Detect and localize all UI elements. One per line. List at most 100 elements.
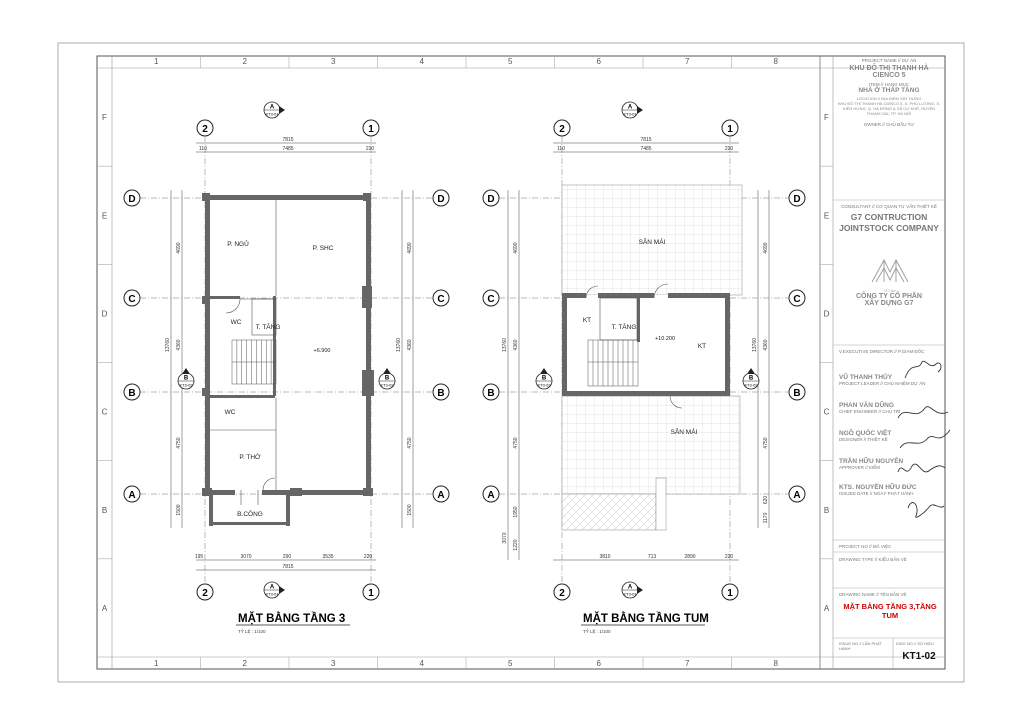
svg-text:4360: 4360	[513, 339, 519, 350]
item-name: NHÀ Ở THẤP TẦNG	[858, 87, 920, 94]
svg-text:1500: 1500	[176, 504, 182, 515]
svg-text:13760: 13760	[165, 338, 171, 352]
drawing-number: KT1-02	[902, 651, 936, 662]
svg-text:4690: 4690	[763, 242, 769, 253]
outer-border	[57, 42, 965, 683]
axis-1-bottom: 1	[362, 583, 380, 601]
location-text: KHU ĐÔ THỊ THANH HÀ CIENCO 5, X. PHÚ LƯƠ…	[837, 101, 941, 116]
issue-label: ISSUE NO // LẦN PHÁT HÀNH	[839, 641, 883, 651]
grid-column-8: 8	[774, 659, 779, 668]
svg-text:KT3-01: KT3-01	[265, 112, 279, 117]
room-kt-2: KT	[698, 343, 706, 350]
svg-text:220: 220	[366, 146, 375, 152]
room-wc-2: WC	[225, 409, 236, 416]
projno-label: PROJECT NO // MÃ VIỆC	[839, 544, 892, 549]
svg-text:C: C	[487, 294, 494, 305]
designer-label: DESIGNER // THIẾT KẾ	[839, 437, 888, 442]
grid-column-1: 1	[154, 659, 159, 668]
svg-text:3535: 3535	[322, 554, 333, 560]
svg-text:7485: 7485	[282, 146, 293, 152]
svg-text:KT3-01: KT3-01	[265, 592, 279, 597]
svg-text:713: 713	[648, 554, 657, 560]
svg-text:1: 1	[368, 588, 374, 599]
designer-name: TRẦN HỮU NGUYÊN	[839, 458, 904, 465]
room-roof-bottom: SÂN MÁI	[671, 427, 698, 436]
svg-text:2890: 2890	[684, 554, 695, 560]
svg-text:195: 195	[195, 554, 204, 560]
svg-text:4690: 4690	[513, 242, 519, 253]
svg-text:D: D	[793, 194, 800, 205]
grid-column-1: 1	[154, 57, 159, 66]
company-name-vn-1: CÔNG TY CỔ PHẦN	[856, 293, 922, 300]
svg-text:B: B	[542, 376, 547, 382]
grid-row-F: F	[824, 113, 829, 122]
company-name-en: G7 CONTRUCTION JOINTSTOCK COMPANY	[839, 212, 939, 233]
svg-text:110: 110	[199, 146, 207, 152]
axis-c-right: C	[437, 294, 444, 305]
grid-column-5: 5	[508, 57, 513, 66]
room-bedroom: P. NGỦ	[227, 239, 249, 248]
svg-text:13760: 13760	[752, 338, 758, 352]
room-family: P. SHC	[313, 245, 334, 252]
svg-text:7815: 7815	[282, 137, 293, 143]
plan-title-roof-floor: MẶT BẰNG TẦNG TUM	[583, 612, 709, 625]
svg-text:1950: 1950	[513, 506, 519, 517]
svg-text:7815: 7815	[282, 564, 293, 570]
svg-text:B: B	[487, 388, 494, 399]
svg-text:A: A	[628, 105, 633, 111]
approver-label: APPROVER // KIỂM	[839, 465, 881, 470]
svg-text:1500: 1500	[407, 504, 413, 515]
axis-d-right: D	[437, 194, 444, 205]
svg-text:A: A	[270, 105, 275, 111]
grid-row-B: B	[102, 506, 107, 515]
location-label: LOCATION // ĐỊA ĐIỂM XÂY DỰNG	[856, 96, 922, 101]
roof-area-front	[561, 493, 657, 531]
svg-text:KT3-02: KT3-02	[537, 383, 551, 388]
grid-row-A: A	[824, 604, 830, 613]
svg-text:290: 290	[283, 554, 292, 560]
plan-floor-3: 2 1 2 1 D C B A D C B A	[123, 119, 450, 634]
stair-roof-floor	[587, 339, 639, 387]
chief-label: CHIEF ENGINEER // CHỦ TRÌ	[839, 409, 901, 414]
room-altar-stair-tum: T. TĂNG	[612, 322, 637, 331]
svg-text:2: 2	[559, 124, 565, 135]
svg-text:4690: 4690	[407, 242, 413, 253]
grid-column-5: 5	[508, 659, 513, 668]
drawing-name: MẶT BẰNG TẦNG 3,TẦNG TUM	[843, 602, 937, 620]
axis-a-right: A	[437, 490, 444, 501]
grid-column-7: 7	[685, 659, 690, 668]
owner-label: OWNER // CHỦ ĐẦU TƯ	[863, 122, 915, 127]
svg-text:4750: 4750	[513, 437, 519, 448]
grid-row-E: E	[824, 211, 829, 220]
svg-text:13760: 13760	[502, 338, 508, 352]
level-roof-floor: +10.200	[655, 336, 675, 342]
room-roof-top: SÂN MÁI	[639, 237, 666, 246]
grid-row-F: F	[102, 113, 107, 122]
leader-name: PHAN VĂN DŨNG	[839, 402, 894, 409]
svg-text:220: 220	[725, 554, 734, 560]
plan-roof-floor: 2 1 2 1 D C B A D C B A	[482, 119, 806, 634]
svg-text:1220: 1220	[513, 539, 519, 550]
axis-b-right: B	[437, 388, 444, 399]
axis-2-top: 2	[196, 119, 214, 137]
consultant-label: CONSULTANT // CƠ QUAN TƯ VẤN THIẾT KẾ	[841, 204, 937, 209]
svg-text:D: D	[487, 194, 494, 205]
svg-text:620: 620	[763, 496, 769, 505]
svg-text:KT3-02: KT3-02	[380, 383, 394, 388]
dname-label: DRAWING NAME // TÊN BẢN VẼ	[839, 592, 907, 597]
axis-2-bottom: 2	[196, 583, 214, 601]
walls-roof-floor	[562, 293, 730, 396]
issued-label: ISSUED DATE // NGÀY PHÁT HÀNH	[839, 491, 914, 496]
grid-column-3: 3	[331, 659, 336, 668]
axis-c-left: C	[128, 294, 135, 305]
svg-text:A: A	[628, 585, 633, 591]
room-kt-1: KT	[583, 317, 591, 324]
svg-text:B: B	[749, 376, 754, 382]
svg-text:2: 2	[202, 588, 208, 599]
dtype-label: DRAWING TYPE // KIỂU BẢN VẼ	[839, 557, 907, 562]
grid-row-A: A	[102, 604, 108, 613]
svg-text:3810: 3810	[599, 554, 610, 560]
svg-text:3070: 3070	[502, 532, 508, 543]
